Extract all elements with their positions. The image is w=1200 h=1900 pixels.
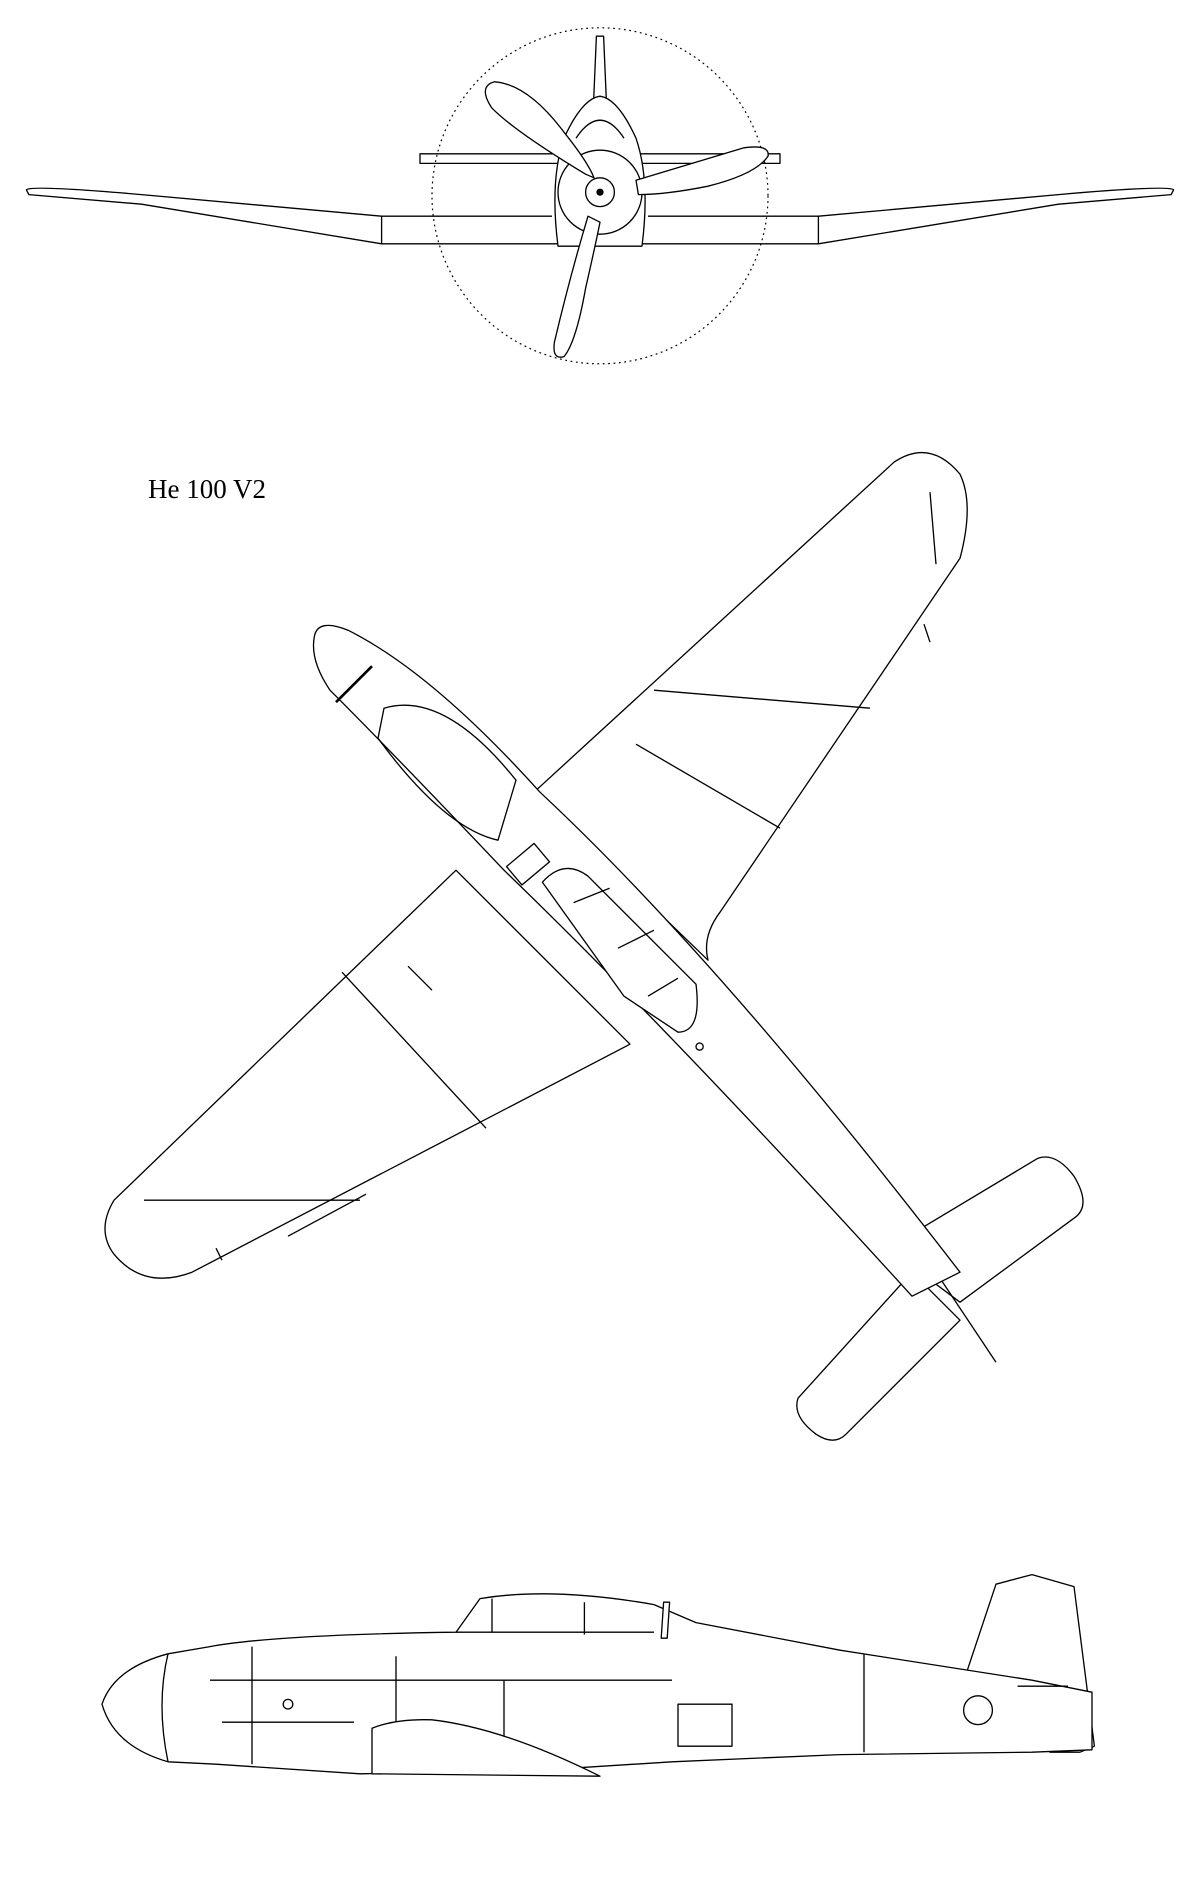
propeller-blade xyxy=(553,215,601,358)
engine-cowling-panel xyxy=(377,704,517,841)
propeller-blade xyxy=(635,146,769,196)
right-wing-top xyxy=(533,451,968,961)
fuselage-side xyxy=(101,1593,1093,1775)
antenna-mast xyxy=(660,1601,671,1639)
drawing-title: He 100 V2 xyxy=(148,474,266,504)
insignia-circle xyxy=(962,1695,994,1726)
canopy-frames xyxy=(573,887,679,997)
tailplane-front xyxy=(419,153,781,165)
left-wing-front xyxy=(25,187,383,245)
canopy-top xyxy=(541,867,698,1033)
hatch xyxy=(505,842,551,886)
wing-panel-lines xyxy=(144,492,937,1261)
left-tailplane xyxy=(796,1271,961,1441)
access-panel xyxy=(677,1703,733,1747)
propeller-disc xyxy=(431,27,769,365)
side-view xyxy=(101,1573,1096,1777)
fuel-cap xyxy=(695,1042,704,1051)
front-view xyxy=(25,27,1175,365)
wing-center-section xyxy=(381,215,819,245)
right-wing-front xyxy=(817,187,1175,245)
propeller-blade xyxy=(484,81,595,179)
wing-root-side xyxy=(371,1719,601,1777)
left-wing-top xyxy=(104,869,631,1279)
spinner-joint-side xyxy=(161,1653,169,1762)
spinner-joint xyxy=(335,665,373,704)
canopy-front xyxy=(575,119,625,139)
top-view xyxy=(104,451,1084,1441)
panel-lines-side xyxy=(210,1598,865,1774)
